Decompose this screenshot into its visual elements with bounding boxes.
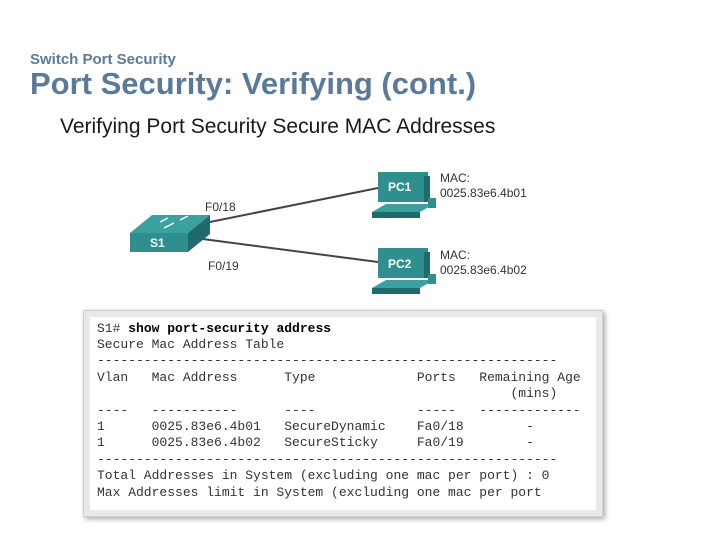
cli-command-line: S1# show port-security address <box>97 321 331 337</box>
cli-command: show port-security address <box>128 321 332 336</box>
network-diagram: S1 PC1 PC2 F0/18 F0/19 MAC: 0025.83e6.4b… <box>130 171 527 294</box>
link-f019 <box>194 237 379 263</box>
cli-output-panel: S1# show port-security address Secure Ma… <box>83 310 603 517</box>
cli-output-line: (mins) <box>97 386 558 401</box>
slide-title: Port Security: Verifying (cont.) <box>30 66 477 101</box>
cli-output-line: Vlan Mac Address Type Ports Remaining Ag… <box>97 370 581 385</box>
pc2-icon[interactable]: PC2 <box>372 248 436 294</box>
pc1-icon[interactable]: PC1 <box>372 172 436 218</box>
cli-prompt: S1# <box>97 321 121 336</box>
cli-output-line: ----------------------------------------… <box>97 353 558 368</box>
bullet-text: Verifying Port Security Secure MAC Addre… <box>60 115 496 138</box>
switch-icon[interactable]: S1 <box>130 215 210 252</box>
port-label-f018: F0/18 <box>205 200 236 214</box>
cli-output-line: ---- ----------- ---- ----- ------------… <box>97 403 581 418</box>
mac-value-pc1: 0025.83e6.4b01 <box>440 186 527 200</box>
cli-output-line: 1 0025.83e6.4b02 SecureSticky Fa0/19 - <box>97 435 534 450</box>
mac-heading-pc2: MAC: <box>440 248 470 262</box>
mac-heading-pc1: MAC: <box>440 171 470 185</box>
link-f018 <box>194 187 379 226</box>
cli-output-line: ----------------------------------------… <box>97 452 558 467</box>
cli-output-line: Secure Mac Address Table <box>97 337 285 352</box>
mac-value-pc2: 0025.83e6.4b02 <box>440 263 527 277</box>
cli-output-body: S1# show port-security address Secure Ma… <box>90 317 596 510</box>
slide-kicker: Switch Port Security <box>30 51 176 68</box>
port-label-f019: F0/19 <box>208 259 239 273</box>
pc1-label: PC1 <box>388 180 412 194</box>
cli-output-line: 1 0025.83e6.4b01 SecureDynamic Fa0/18 - <box>97 419 534 434</box>
switch-label: S1 <box>150 236 165 250</box>
pc2-label: PC2 <box>388 257 412 271</box>
cli-output-line: Max Addresses limit in System (excluding… <box>97 485 542 500</box>
cli-output-line: Total Addresses in System (excluding one… <box>97 468 550 483</box>
